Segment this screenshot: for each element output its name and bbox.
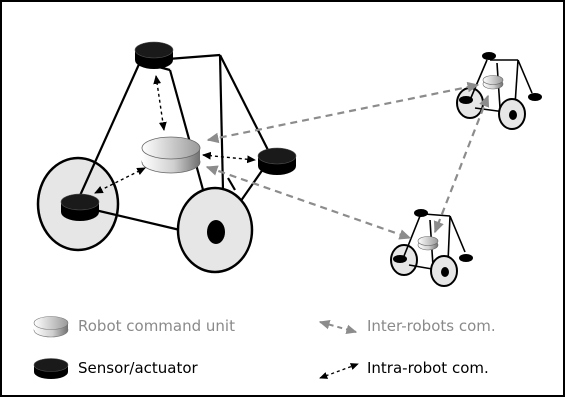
large-robot: [36, 41, 297, 274]
legend-intra-robot-label: Intra-robot com.: [367, 359, 489, 377]
intra-robot-arrows: [94, 75, 256, 194]
legend-sensor-icon: [33, 358, 69, 379]
legend-command-unit-icon: [33, 316, 69, 338]
large-robot-command-unit-icon: [141, 136, 201, 174]
legend-inter-robot-label: Inter-robots com.: [367, 317, 496, 335]
large-robot-left-sensor-icon: [60, 193, 100, 221]
large-robot-right-sensor-icon: [257, 147, 297, 175]
legend: Robot command unit Sensor/actuator Inter…: [33, 316, 496, 379]
small-robot-bottom: [390, 209, 473, 287]
legend-command-unit-label: Robot command unit: [78, 317, 235, 335]
legend-intra-robot-arrow-icon: [319, 363, 359, 379]
large-robot-right-wheel: [176, 186, 254, 274]
inter-robot-arrows: [205, 81, 490, 240]
legend-sensor-label: Sensor/actuator: [78, 359, 199, 377]
legend-inter-robot-arrow-icon: [318, 319, 358, 335]
large-robot-top-sensor-icon: [134, 41, 174, 69]
small-robot-top: [456, 52, 542, 130]
